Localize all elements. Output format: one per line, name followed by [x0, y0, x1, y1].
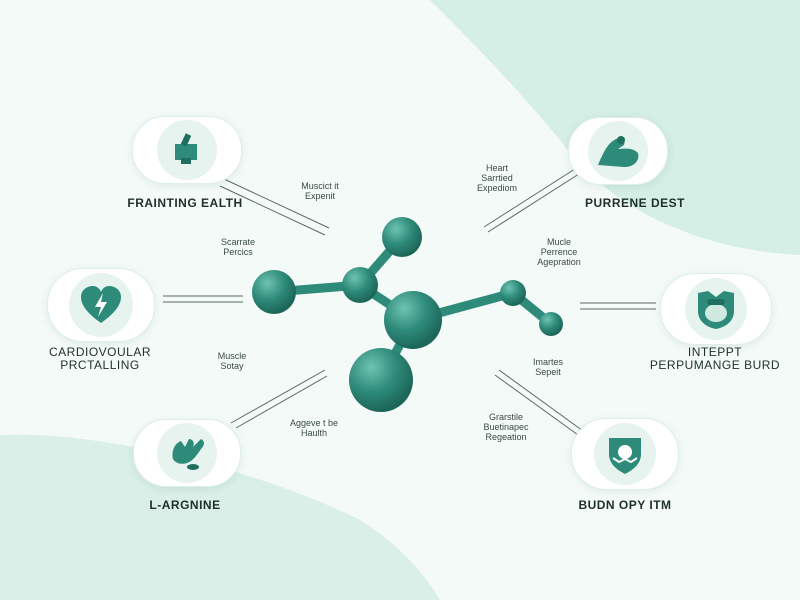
- connector-line: [223, 178, 330, 229]
- training-title: FRAINTING EALTH: [127, 196, 243, 210]
- molecule-atom: [539, 312, 563, 336]
- purrene-icon-badge: [568, 117, 668, 185]
- cardio-icon-badge: [47, 268, 155, 342]
- training-icon-badge: [132, 116, 242, 184]
- molecule-diagram: [252, 217, 563, 412]
- note-heart: Heart Sarrtied Expediom: [476, 163, 518, 193]
- heart-bolt-icon: [81, 286, 121, 323]
- connector-lines: [163, 166, 656, 441]
- connector-line: [219, 185, 326, 236]
- note-muscict: Muscict it Expenit: [301, 181, 339, 201]
- connector-line: [494, 374, 586, 441]
- molecule-atom: [382, 217, 422, 257]
- molecule-atom: [500, 280, 526, 306]
- cardio-title-line-2: PRCTALLING: [60, 358, 140, 372]
- budn-title: BUDN OPY ITM: [578, 498, 672, 512]
- cardio-title-line-1: CARDIOVOULAR: [48, 345, 152, 359]
- shield-emblem-icon: [609, 438, 641, 474]
- note-muscle: Muscle Sotay: [217, 351, 247, 371]
- connector-line: [498, 369, 591, 437]
- background-shape-bottom-left: [0, 434, 440, 600]
- molecule-atom: [342, 267, 378, 303]
- arginine-title: L-ARGNINE: [149, 498, 221, 512]
- intept-title-line-2: PERPUMANGE BURD: [649, 358, 781, 372]
- flexed-arm-icon: [598, 136, 639, 167]
- connector-line: [487, 171, 583, 233]
- intept-title: INTEPPT PERPUMANGE BURD: [630, 346, 800, 372]
- purrene-title: PURRENE DEST: [584, 196, 685, 210]
- molecule-atom: [252, 270, 296, 314]
- training-cup-icon: [175, 133, 197, 164]
- connector-line: [230, 369, 326, 424]
- hand-icon: [172, 439, 204, 470]
- arginine-icon-badge: [133, 419, 241, 487]
- molecule-atom: [384, 291, 442, 349]
- connector-line: [483, 166, 579, 228]
- note-aggeve: Aggeve t be Haulth: [289, 418, 339, 438]
- note-mucle: Mucle Perrence Agepration: [537, 237, 581, 267]
- molecule-atom: [349, 348, 413, 412]
- intept-title-line-1: INTEPPT: [687, 345, 743, 359]
- note-scarrate: Scarrate Percics: [220, 237, 255, 257]
- intept-icon-badge: [660, 273, 772, 345]
- cardio-title: CARDIOVOULAR PRCTALLING: [20, 346, 180, 372]
- note-grarstile: Grarstile Buetinapec Regeation: [483, 412, 529, 442]
- shield-badge-icon: [698, 291, 734, 329]
- connector-line: [235, 375, 328, 429]
- note-imartes: Imartes Sepeit: [532, 357, 563, 377]
- budn-icon-badge: [571, 418, 679, 490]
